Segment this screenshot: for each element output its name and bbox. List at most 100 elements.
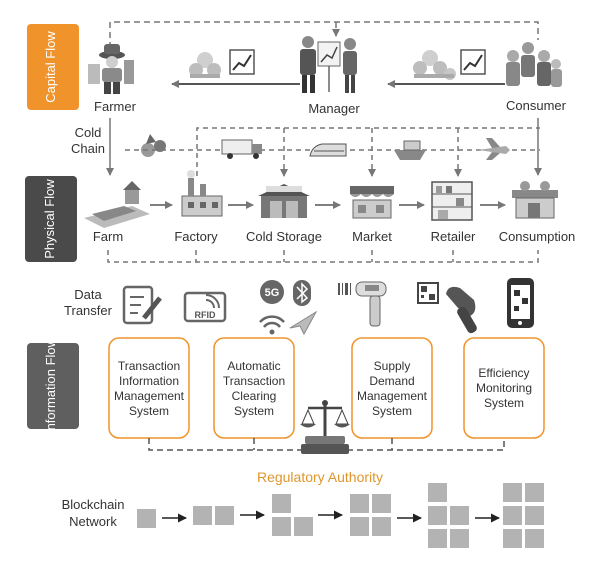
money-bags-icon-left (189, 52, 221, 78)
consumer-group-icon (506, 42, 562, 87)
airplane-icon (478, 138, 510, 160)
block (525, 529, 544, 548)
thermometer-gun-icon (355, 281, 387, 327)
market-icon (350, 186, 394, 219)
sdms-line2: Demand (369, 374, 414, 388)
cold-chain-label-line2: Chain (71, 141, 105, 156)
data-transfer-label-line1: Data (74, 287, 102, 302)
supply-demand-system-box: Supply Demand Management System (351, 337, 433, 439)
consumption-label: Consumption (499, 229, 576, 244)
block (215, 506, 234, 525)
atcs-line3: Clearing (232, 389, 277, 403)
block (428, 506, 447, 525)
block (350, 517, 369, 536)
wifi-icon (259, 315, 285, 335)
cold-storage-icon (258, 184, 310, 218)
sdms-line3: Management (357, 389, 428, 403)
bluetooth-icon (293, 280, 311, 306)
justice-scale-icon (300, 400, 350, 454)
cold-chain-band: Cold Chain (71, 118, 542, 177)
blockchain-label-line2: Network (69, 514, 117, 529)
manager-icon (300, 36, 357, 93)
block (428, 529, 447, 548)
cold-chain-top-line (196, 127, 540, 176)
automatic-clearing-system-box: Automatic Transaction Clearing System (213, 337, 295, 439)
tims-line2: Information (119, 374, 179, 388)
block (503, 529, 522, 548)
growth-chart-icon-left (229, 49, 255, 75)
send-icon (289, 310, 318, 336)
consumption-shop-icon (512, 181, 558, 219)
manager-label: Manager (308, 101, 360, 116)
ems-line2: Monitoring (476, 381, 532, 395)
retailer-label: Retailer (431, 229, 476, 244)
block (350, 494, 369, 513)
market-label: Market (352, 229, 392, 244)
growth-chart-icon-right (460, 49, 486, 75)
atcs-line1: Automatic (227, 359, 280, 373)
block (450, 529, 469, 548)
block (525, 506, 544, 525)
physical-flow-band: Physical Flow Farm Factory (25, 170, 576, 263)
block (294, 517, 313, 536)
retailer-shelf-icon (431, 181, 473, 221)
produce-icon (141, 134, 166, 157)
cold-storage-label: Cold Storage (246, 229, 322, 244)
smartphone-icon (507, 278, 534, 328)
block (272, 517, 291, 536)
physical-bottom-dashed-line (107, 250, 539, 263)
qr-code-icon (417, 282, 439, 304)
5g-icon-label: 5G (265, 287, 280, 299)
block (503, 483, 522, 502)
info-bottom-dashed-line (148, 438, 505, 451)
farmer-icon (88, 44, 134, 94)
information-flow-tag (27, 343, 79, 429)
information-flow-label: Information Flow (43, 337, 58, 434)
truck-icon (221, 139, 262, 159)
block (272, 494, 291, 513)
blockchain-network: Blockchain Network (62, 483, 544, 548)
physical-flow-tag (25, 176, 77, 262)
ems-line3: System (484, 396, 524, 410)
capital-top-dashed-line (109, 21, 539, 48)
money-bags-icon-right (413, 50, 456, 80)
barcode-scanner-icon (446, 286, 477, 334)
block (428, 483, 447, 502)
capital-flow-band: Capital Flow Farmer (27, 21, 567, 116)
atcs-line4: System (234, 404, 274, 418)
cold-chain-label-line1: Cold (75, 125, 102, 140)
capital-flow-tag (27, 24, 79, 110)
data-transfer-label-line2: Transfer (64, 303, 113, 318)
atcs-line2: Transaction (223, 374, 285, 388)
farm-icon (84, 181, 150, 228)
block (525, 483, 544, 502)
document-edit-icon (122, 285, 162, 325)
block (372, 494, 391, 513)
sdms-line1: Supply (374, 359, 411, 373)
rfid-icon-label: RFID (195, 310, 216, 320)
5g-icon: 5G (260, 280, 284, 304)
sdms-line4: System (372, 404, 412, 418)
farmer-label: Farmer (94, 99, 137, 114)
ems-line1: Efficiency (478, 366, 529, 380)
factory-icon (181, 170, 223, 217)
information-flow-band: Information Flow Transaction Information… (27, 337, 545, 454)
blockchain-label-line1: Blockchain (62, 497, 125, 512)
tims-line3: Management (114, 389, 185, 403)
ship-icon (394, 140, 426, 160)
physical-flow-label: Physical Flow (42, 179, 57, 259)
efficiency-monitoring-system-box: Efficiency Monitoring System (463, 337, 545, 439)
farm-label: Farm (93, 229, 123, 244)
regulatory-authority-label: Regulatory Authority (257, 469, 383, 485)
tims-line4: System (129, 404, 169, 418)
factory-label: Factory (174, 229, 218, 244)
tims-line1: Transaction (118, 359, 180, 373)
block (372, 517, 391, 536)
transaction-info-system-box: Transaction Information Management Syste… (108, 337, 190, 439)
barcode-icon (338, 283, 351, 295)
block (450, 506, 469, 525)
capital-flow-label: Capital Flow (43, 31, 58, 103)
rfid-icon: RFID (183, 291, 227, 323)
train-icon (309, 143, 347, 157)
